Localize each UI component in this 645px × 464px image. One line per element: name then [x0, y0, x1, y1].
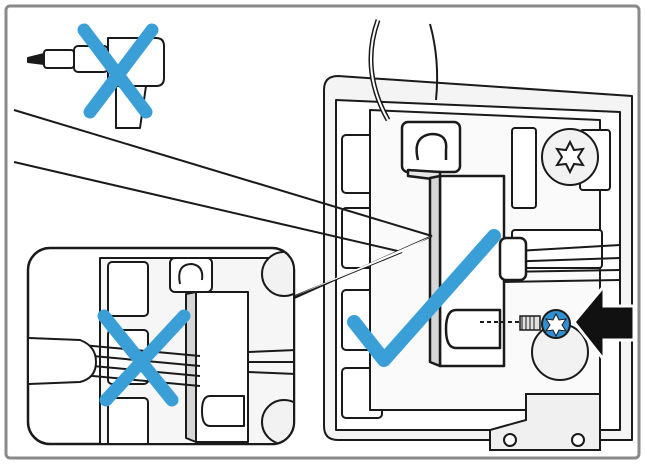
cable-clip — [400, 120, 462, 174]
blue-x-icon — [77, 23, 159, 119]
insert-arrow-icon — [572, 281, 636, 365]
torx-screw-icon — [541, 128, 599, 186]
incorrect-detail-inset — [26, 246, 296, 446]
hinge-plate — [489, 393, 601, 451]
blue-x-icon — [97, 309, 191, 407]
insert-screw — [480, 309, 571, 339]
blue-check-icon — [347, 229, 501, 367]
